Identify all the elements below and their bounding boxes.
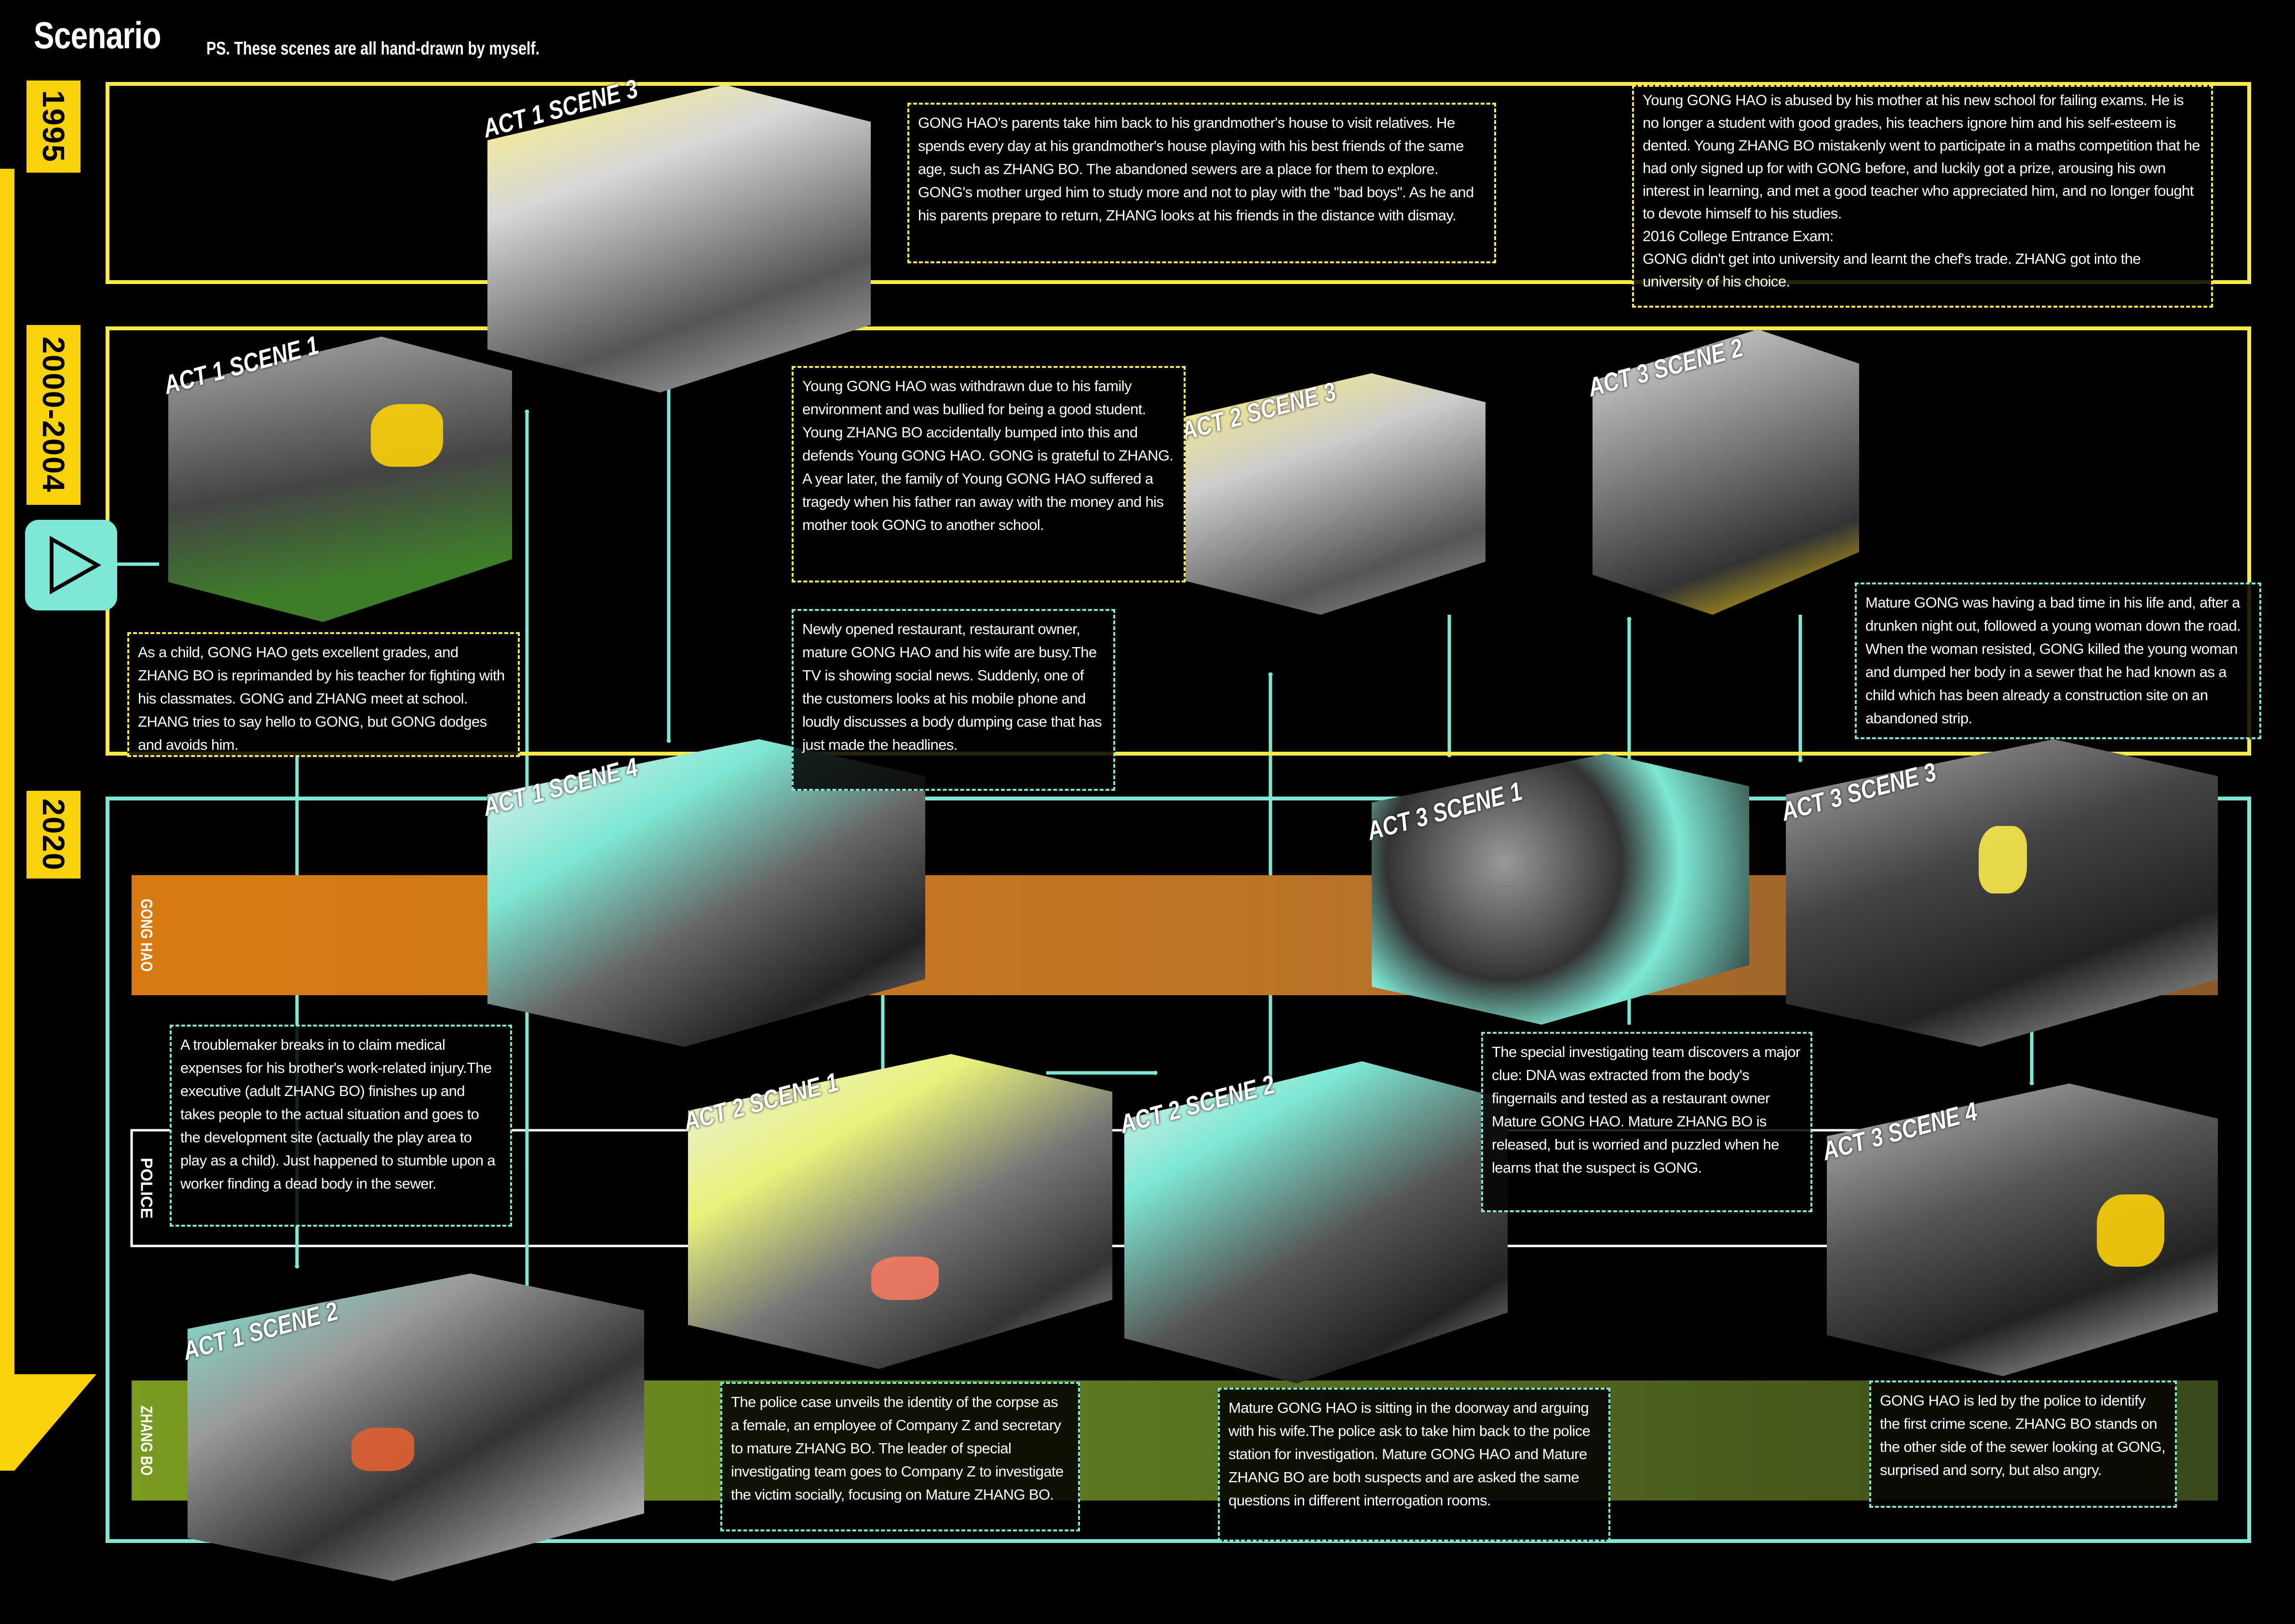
timeline-arrow (0, 169, 96, 1471)
band-police: POLICE (132, 1130, 161, 1246)
band-label-police: POLICE (137, 1157, 156, 1219)
scene-act3-scene1[interactable]: ACT 3 SCENE 1 (1364, 754, 1749, 1025)
scene-act2-scene2[interactable]: ACT 2 SCENE 2 (1117, 1061, 1508, 1383)
text-act2-scene1: The police case unveils the identity of … (720, 1382, 1080, 1531)
scene-highlight (351, 1428, 414, 1471)
year-label-2000-2004: 2000-2004 (27, 325, 81, 505)
scene-highlight (371, 404, 443, 467)
text-act3-scene3: Mature GONG was having a bad time in his… (1855, 582, 2261, 739)
text-act1-scene1: As a child, GONG HAO gets excellent grad… (127, 632, 520, 757)
scene-highlight (871, 1257, 939, 1300)
scene-highlight (1979, 826, 2027, 893)
scene-act3-scene3[interactable]: ACT 3 SCENE 3 (1778, 739, 2218, 1047)
scene-act1-scene2[interactable]: ACT 1 SCENE 2 (180, 1273, 644, 1581)
year-label-1995: 1995 (27, 81, 81, 173)
frame-2020 (106, 797, 2251, 1543)
scene-illustration (688, 1054, 1112, 1369)
frame-1995 (106, 82, 2251, 284)
scene-illustration (188, 1273, 644, 1581)
band-label-zhang-bo: ZHANG BO (137, 1405, 156, 1476)
text-act1-scene4: Newly opened restaurant, restaurant owne… (792, 609, 1115, 791)
text-act1-scene2: A troublemaker breaks in to claim medica… (170, 1025, 512, 1227)
scene-illustration (1124, 1061, 1508, 1383)
scene-highlight (2097, 1194, 2164, 1267)
page-title: Scenario (34, 14, 161, 56)
text-act2-scene2: Mature GONG HAO is sitting in the doorwa… (1218, 1388, 1610, 1542)
header-note: PS. These scenes are all hand-drawn by m… (206, 39, 540, 59)
scene-illustration (487, 85, 871, 392)
scene-act3-scene2[interactable]: ACT 3 SCENE 2 (1585, 329, 1859, 615)
scene-act3-scene4[interactable]: ACT 3 SCENE 4 (1819, 1083, 2218, 1376)
scene-illustration (1186, 373, 1485, 615)
scene-act1-scene3[interactable]: ACT 1 SCENE 3 (480, 74, 871, 392)
scene-act1-scene1[interactable]: ACT 1 SCENE 1 (161, 331, 512, 622)
text-act3-scene1: The special investigating team discovers… (1481, 1032, 1812, 1212)
band-label-gong-hao: GONG HAO (137, 898, 156, 972)
scene-act2-scene1[interactable]: ACT 2 SCENE 1 (680, 1054, 1112, 1369)
scene-illustration (168, 337, 512, 622)
text-act2-scene3: Young GONG HAO was withdrawn due to his … (792, 366, 1186, 582)
scene-illustration (1372, 754, 1749, 1025)
play-button[interactable] (25, 520, 117, 610)
scene-act2-scene3[interactable]: ACT 2 SCENE 3 (1178, 373, 1485, 615)
text-act3-scene4: GONG HAO is led by the police to identif… (1869, 1380, 2177, 1508)
year-label-2020: 2020 (27, 791, 81, 879)
scene-illustration (1593, 329, 1859, 615)
play-icon (50, 536, 102, 595)
text-act3-scene2: Young GONG HAO is abused by his mother a… (1632, 85, 2213, 308)
text-act1-scene3: GONG HAO's parents take him back to his … (907, 103, 1496, 263)
